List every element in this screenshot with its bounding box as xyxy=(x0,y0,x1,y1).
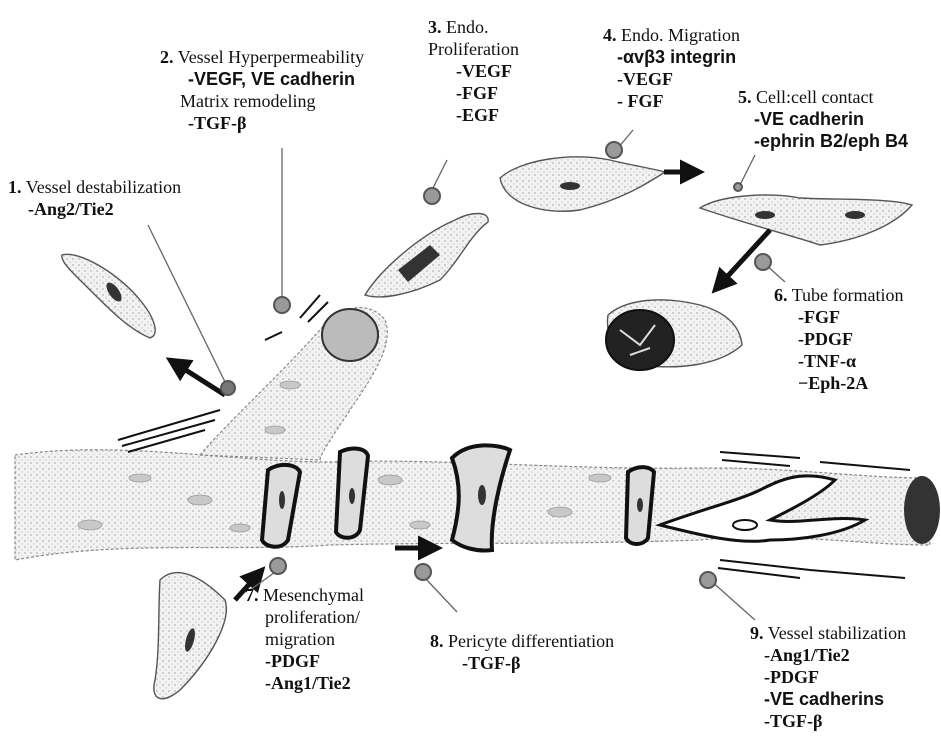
step-3-item-1: -VEGF xyxy=(456,60,519,82)
step-9-label: 9. Vessel stabilization -Ang1/Tie2 -PDGF… xyxy=(750,622,906,732)
step-4-number: 4. xyxy=(603,25,617,45)
step-7-item-2: -Ang1/Tie2 xyxy=(265,672,364,694)
step-6-item-3: -TNF-α xyxy=(798,350,904,372)
step-5-title: Cell:cell contact xyxy=(756,87,873,107)
step-4-item-1: -αvβ3 integrin xyxy=(617,46,740,68)
step-2-title: Vessel Hyperpermeability xyxy=(178,47,364,67)
step-7-item-1: -PDGF xyxy=(265,650,364,672)
step-5-item-2: -ephrin B2/eph B4 xyxy=(754,130,908,152)
step-9-title: Vessel stabilization xyxy=(768,623,906,643)
step-9-item-1: -Ang1/Tie2 xyxy=(764,644,906,666)
step-8-number: 8. xyxy=(430,631,444,651)
step-8-item-1: -TGF-β xyxy=(462,652,614,674)
step-6-item-2: -PDGF xyxy=(798,328,904,350)
step-1-label: 1. Vessel destabilization -Ang2/Tie2 xyxy=(8,176,181,220)
step-4-item-3: - FGF xyxy=(617,90,740,112)
step-9-item-4: -TGF-β xyxy=(764,710,906,732)
step-1-item-1: -Ang2/Tie2 xyxy=(28,198,181,220)
step-5-number: 5. xyxy=(738,87,752,107)
step-3-label: 3. Endo. Proliferation -VEGF -FGF -EGF xyxy=(428,16,519,126)
step-9-number: 9. xyxy=(750,623,764,643)
step-6-number: 6. xyxy=(774,285,788,305)
step-4-title: Endo. Migration xyxy=(621,25,740,45)
step-1-number: 1. xyxy=(8,177,22,197)
step-3-item-3: -EGF xyxy=(456,104,519,126)
step-6-item-4: −Eph-2A xyxy=(798,372,904,394)
step-9-item-3: -VE cadherins xyxy=(764,688,906,710)
step-6-item-1: -FGF xyxy=(798,306,904,328)
step-8-title: Pericyte differentiation xyxy=(448,631,614,651)
vessel-end-cap xyxy=(904,476,940,544)
step-3-number: 3. xyxy=(428,17,442,37)
step-3-item-2: -FGF xyxy=(456,82,519,104)
step-7-title-3: migration xyxy=(265,628,364,650)
step-5-label: 5. Cell:cell contact -VE cadherin -ephri… xyxy=(738,86,908,152)
step-5-item-1: -VE cadherin xyxy=(754,108,908,130)
step-7-title-2: proliferation/ xyxy=(265,606,364,628)
step-2-label: 2. Vessel Hyperpermeability -VEGF, VE ca… xyxy=(160,46,364,134)
step-7-title: Mesenchymal xyxy=(263,585,364,605)
step-2-subtitle: Matrix remodeling xyxy=(180,90,364,112)
step-4-item-2: -VEGF xyxy=(617,68,740,90)
step-8-label: 8. Pericyte differentiation -TGF-β xyxy=(430,630,614,674)
step-9-item-2: -PDGF xyxy=(764,666,906,688)
step-7-label: 7. Mesenchymal proliferation/ migration … xyxy=(245,584,364,694)
step-3-title-2: Proliferation xyxy=(428,38,519,60)
step-6-label: 6. Tube formation -FGF -PDGF -TNF-α −Eph… xyxy=(774,284,904,394)
step-2-number: 2. xyxy=(160,47,174,67)
step-7-number: 7. xyxy=(245,585,259,605)
step-4-label: 4. Endo. Migration -αvβ3 integrin -VEGF … xyxy=(603,24,740,112)
step-2-sub-item-1: -TGF-β xyxy=(188,112,364,134)
step-3-title: Endo. xyxy=(446,17,489,37)
step-6-title: Tube formation xyxy=(792,285,904,305)
step-2-item-1: -VEGF, VE cadherin xyxy=(188,68,364,90)
step-1-title: Vessel destabilization xyxy=(26,177,181,197)
